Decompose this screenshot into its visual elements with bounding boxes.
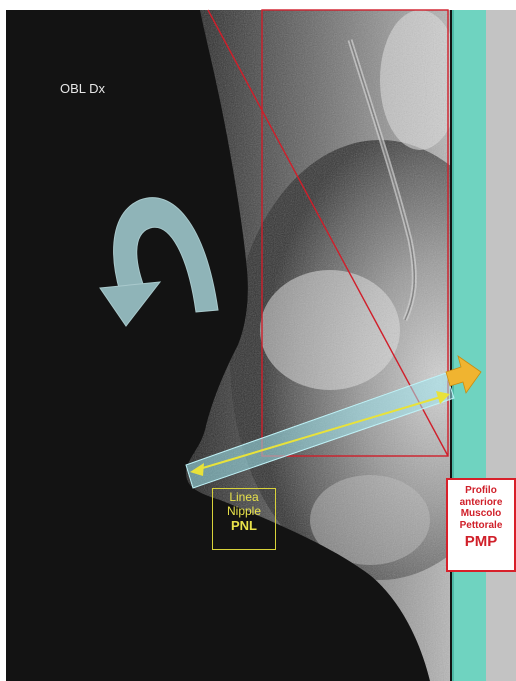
pectoral-muscle-band bbox=[452, 10, 486, 681]
pnl-abbr: PNL bbox=[213, 519, 275, 534]
pmp-line4: Pettorale bbox=[448, 520, 514, 532]
pmp-line2: anteriore bbox=[448, 497, 514, 509]
nipple-line-label: Linea Nipple PNL bbox=[212, 488, 276, 550]
pmp-line3: Muscolo bbox=[448, 508, 514, 520]
pnl-line1: Linea bbox=[213, 491, 275, 505]
pmp-line1: Profilo bbox=[448, 485, 514, 497]
pnl-line2: Nipple bbox=[213, 505, 275, 519]
view-label: OBL Dx bbox=[60, 82, 105, 97]
right-margin-strip bbox=[486, 10, 516, 681]
pectoral-profile-label: Profilo anteriore Muscolo Pettorale PMP bbox=[446, 478, 516, 572]
pmp-abbr: PMP bbox=[448, 533, 514, 550]
